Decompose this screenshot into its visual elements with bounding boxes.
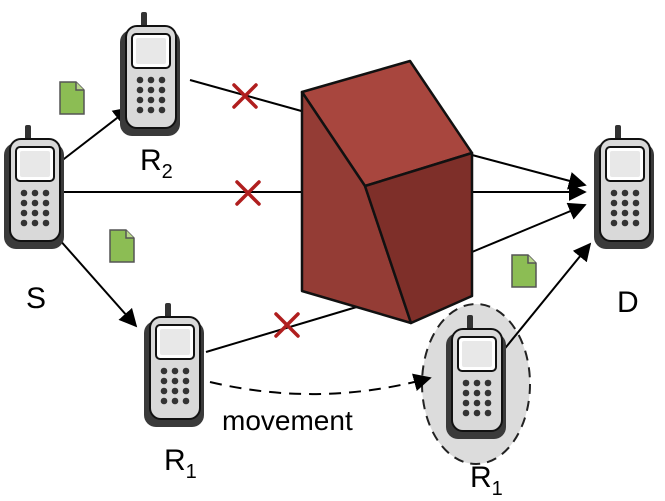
obstacle-box (300, 59, 474, 325)
relay-two-label: R2 (140, 144, 173, 183)
links (57, 79, 592, 396)
relay-one-phone-icon (143, 302, 205, 428)
link-moved-r1-to-d (501, 242, 592, 353)
packet-s-r2-icon (59, 81, 85, 115)
source-phone-icon (3, 124, 65, 250)
relay-one-moved-phone-icon (445, 314, 507, 440)
relay-one-subscript: 1 (186, 461, 197, 483)
relay-two-letter: R (140, 144, 162, 177)
destination-phone-icon (593, 124, 655, 250)
movement-label: movement (222, 405, 353, 436)
relay-one-moved-letter: R (470, 461, 492, 494)
movement-path (209, 373, 432, 396)
relay-one-letter: R (164, 444, 186, 477)
relay-two-subscript: 2 (162, 161, 173, 183)
destination-label: D (617, 286, 639, 319)
obstacle-side-face (363, 151, 474, 325)
source-label: S (26, 282, 46, 315)
relay-two-phone-icon (119, 11, 181, 137)
relay-one-moved-subscript: 1 (492, 478, 503, 500)
relay-one-label: R1 (164, 444, 197, 483)
link-s-to-r2 (59, 106, 132, 163)
packet-r1-d-icon (511, 254, 537, 288)
blocked-r2-link-icon (232, 83, 258, 109)
link-r2-blocked (189, 79, 306, 113)
relay-one-moved-label: R1 (470, 461, 503, 500)
packet-s-r1-icon (109, 229, 135, 263)
link-obstacle-to-d-bottom (471, 202, 587, 253)
link-obstacle-to-d-top (471, 154, 587, 190)
link-s-to-r1 (57, 237, 138, 328)
